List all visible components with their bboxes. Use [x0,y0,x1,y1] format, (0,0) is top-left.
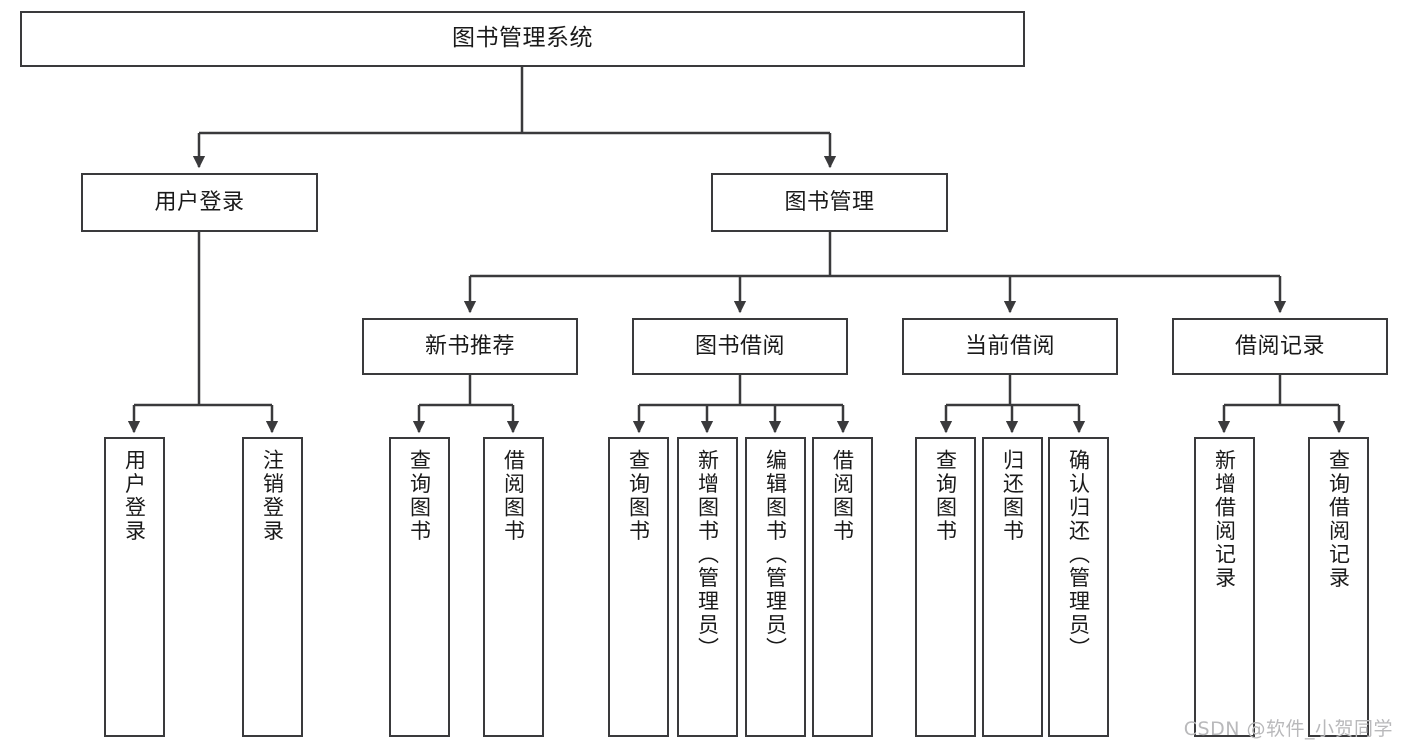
leaf-add-borrowing-record[interactable]: 新增借阅记录 [1194,437,1255,737]
node-label: 新增图书（管理员） [695,449,720,661]
node-current-borrowing[interactable]: 当前借阅 [902,318,1118,375]
node-label: 用户登录 [154,189,245,215]
node-label: 用户登录 [122,449,147,543]
node-label: 借阅图书 [830,449,855,543]
node-label: 查询图书 [626,449,651,543]
leaf-return-books[interactable]: 归还图书 [982,437,1043,737]
node-label: 确认归还（管理员） [1066,449,1091,661]
node-label: 当前借阅 [964,333,1055,359]
node-label: 编辑图书（管理员） [763,449,788,661]
node-new-book-recommendation[interactable]: 新书推荐 [362,318,578,375]
node-book-borrowing[interactable]: 图书借阅 [632,318,848,375]
node-label: 注销登录 [260,449,285,543]
node-label: 新增借阅记录 [1212,449,1237,590]
leaf-query-borrowing-record[interactable]: 查询借阅记录 [1308,437,1369,737]
node-root-book-management-system[interactable]: 图书管理系统 [20,11,1025,67]
node-label: 归还图书 [1000,449,1025,543]
node-book-management[interactable]: 图书管理 [711,173,948,232]
node-label: 查询借阅记录 [1326,449,1351,590]
leaf-borrow-books[interactable]: 借阅图书 [812,437,873,737]
leaf-edit-book-admin[interactable]: 编辑图书（管理员） [745,437,806,737]
node-label: 图书管理系统 [452,25,593,52]
leaf-query-books-new[interactable]: 查询图书 [389,437,450,737]
leaf-query-books-current[interactable]: 查询图书 [915,437,976,737]
leaf-user-login[interactable]: 用户登录 [104,437,165,737]
leaf-logout[interactable]: 注销登录 [242,437,303,737]
node-label: 图书借阅 [694,333,785,359]
leaf-confirm-return-admin[interactable]: 确认归还（管理员） [1048,437,1109,737]
node-label: 查询图书 [933,449,958,543]
watermark-csdn: CSDN @软件_小贺同学 [1183,718,1393,740]
node-borrowing-records[interactable]: 借阅记录 [1172,318,1388,375]
node-label: 图书管理 [784,189,875,215]
node-label: 借阅记录 [1234,333,1325,359]
leaf-add-book-admin[interactable]: 新增图书（管理员） [677,437,738,737]
node-label: 查询图书 [407,449,432,543]
leaf-borrow-books-new[interactable]: 借阅图书 [483,437,544,737]
node-label: 新书推荐 [424,333,515,359]
leaf-query-books-borrow[interactable]: 查询图书 [608,437,669,737]
node-label: 借阅图书 [501,449,526,543]
node-user-login[interactable]: 用户登录 [81,173,318,232]
